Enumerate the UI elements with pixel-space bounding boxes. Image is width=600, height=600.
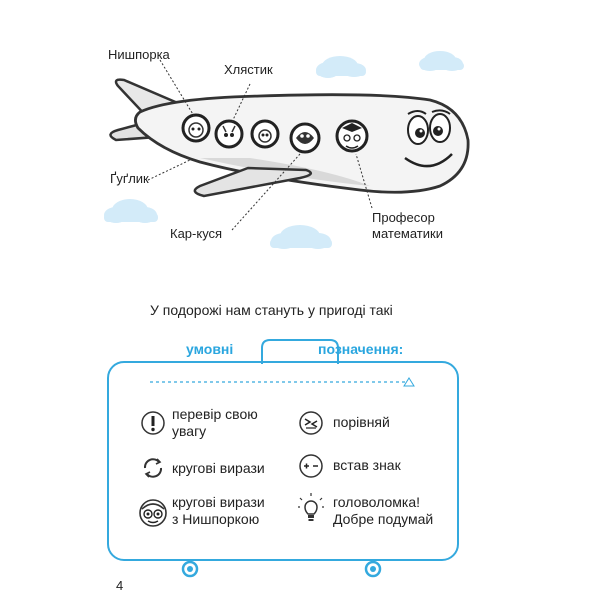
- circular-arrows-icon: [143, 458, 163, 478]
- window-khliastyk: [214, 119, 244, 149]
- airplane-illustration: [104, 51, 470, 249]
- cloud-icon: [316, 56, 366, 78]
- window-professor: [335, 119, 369, 153]
- legend-attention-line2: увагу: [172, 423, 207, 439]
- legend-circular: кругові вирази: [172, 460, 265, 476]
- legend-insert-sign: встав знак: [333, 457, 401, 473]
- exclamation-icon: [141, 411, 165, 435]
- label-gugl: Ґуґлик: [110, 171, 149, 186]
- legend-puzzle-line2: Добре подумай: [333, 511, 434, 527]
- cloud-icon: [270, 225, 332, 249]
- plus-minus-icon: [299, 454, 323, 478]
- cloud-icon: [104, 199, 158, 223]
- legend-nyshporka-line1: кругові вирази: [172, 494, 265, 510]
- label-professor-line2: математики: [372, 226, 443, 241]
- compare-icon: [299, 411, 323, 435]
- legend-attention-line1: перевір свою: [172, 406, 258, 422]
- cloud-icon: [419, 51, 464, 71]
- legend-nyshporka-line2: з Нишпоркою: [172, 511, 260, 527]
- label-karkusia: Кар-куся: [170, 226, 223, 241]
- window-gugl: [250, 119, 280, 149]
- label-professor-line1: Професор: [372, 210, 435, 225]
- label-khliastyk: Хлястик: [224, 62, 273, 77]
- nyshporka-face-icon: [139, 499, 167, 527]
- airplane-wing: [193, 166, 313, 198]
- label-nyshporka: Нишпорка: [108, 47, 170, 62]
- page-number: 4: [116, 578, 124, 593]
- window-nyshporka: [181, 113, 211, 143]
- legend-title-right: позначення:: [318, 341, 404, 357]
- airplane-face: [404, 109, 453, 168]
- suitcase-frame: [107, 339, 459, 578]
- wheel-left: [181, 560, 199, 578]
- lightbulb-icon: [298, 493, 324, 521]
- legend-title-left: умовні: [186, 341, 234, 357]
- legend-compare: порівняй: [333, 414, 390, 430]
- legend-puzzle-line1: головоломка!: [333, 494, 420, 510]
- wheel-right: [364, 560, 382, 578]
- window-karkusia: [289, 122, 321, 154]
- intro-text: У подорожі нам стануть у пригоді такі: [150, 302, 393, 318]
